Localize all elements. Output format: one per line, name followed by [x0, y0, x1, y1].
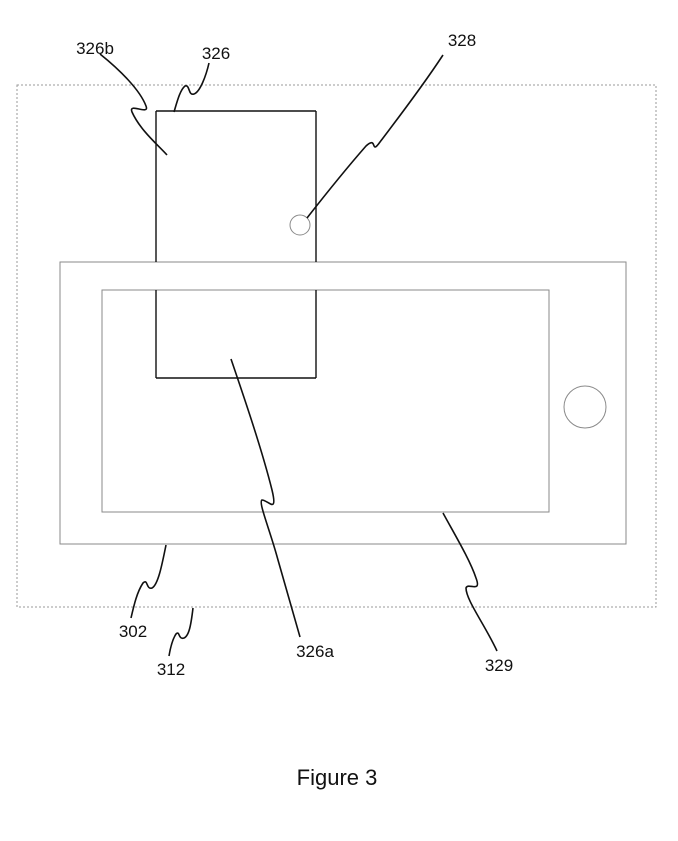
label-329: 329	[485, 656, 513, 675]
figure-caption: Figure 3	[297, 765, 378, 790]
label-326a: 326a	[296, 642, 334, 661]
object-326	[155, 110, 317, 379]
device-302	[59, 261, 627, 545]
leader-326b	[99, 53, 168, 156]
label-312: 312	[157, 660, 185, 679]
leader-312	[168, 607, 194, 657]
leader-326a	[230, 358, 301, 638]
screen-329	[101, 289, 550, 513]
label-302: 302	[119, 622, 147, 641]
label-326b: 326b	[76, 39, 114, 58]
leader-302	[130, 544, 167, 619]
leader-326	[173, 62, 210, 113]
leader-329	[442, 512, 498, 652]
sensor-328	[289, 214, 311, 236]
label-326: 326	[202, 44, 230, 63]
leader-328	[306, 54, 444, 219]
label-328: 328	[448, 31, 476, 50]
home-button	[563, 385, 607, 429]
region-312-boundary	[16, 84, 657, 608]
